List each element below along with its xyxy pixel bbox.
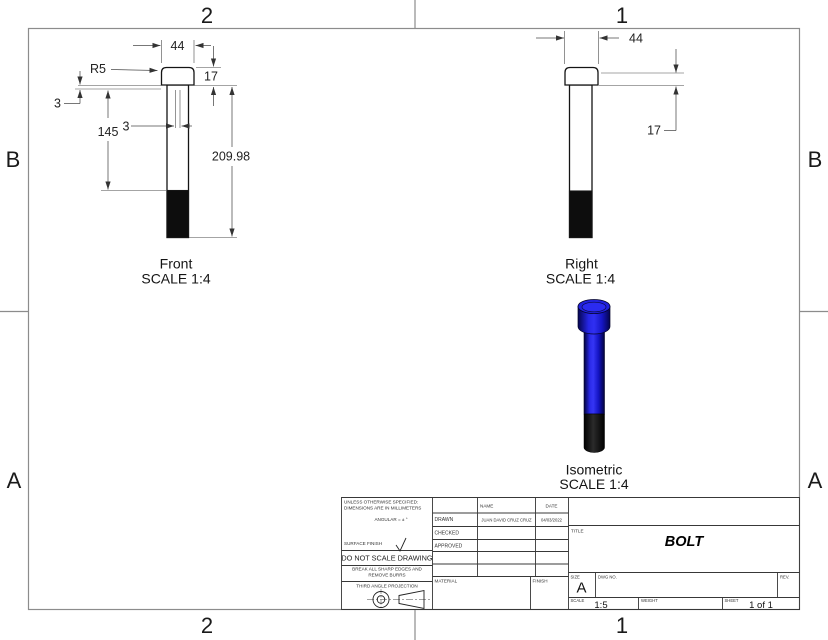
finish-label: FINISH [533, 579, 548, 584]
right-view: 44 17 Right SCALE 1:4 [536, 31, 684, 287]
checked-label: CHECKED [435, 531, 460, 537]
zone-label-top-1: 1 [616, 3, 628, 28]
right-view-scale: SCALE 1:4 [546, 271, 615, 287]
approved-label: APPROVED [435, 544, 463, 550]
scale-label: SCALE [571, 598, 585, 603]
projection-label: THIRD ANGLE PROJECTION [356, 584, 418, 589]
front-dim-corner-radius: R5 [90, 62, 106, 76]
right-bolt-head [564, 66, 599, 86]
sheet-value: 1 of 1 [749, 600, 773, 611]
zone-label-right-a: A [808, 468, 823, 493]
spec-note-line1: UNLESS OTHERWISE SPECIFIED: [344, 500, 418, 505]
weight-label: WEIGHT [641, 598, 658, 603]
iso-view-label: Isometric [566, 462, 623, 478]
front-dim-hole: 3 [123, 120, 130, 134]
surface-finish-icon [395, 537, 407, 552]
rev-label: REV. [780, 575, 789, 580]
size-value: A [576, 580, 586, 597]
title-block-grid [341, 497, 800, 610]
name-header: NAME [480, 504, 493, 509]
isometric-view: Isometric SCALE 1:4 [559, 299, 629, 492]
dwg-no-label: DWG NO. [598, 575, 617, 580]
front-dim-width: 44 [171, 39, 185, 53]
front-view: 44 R5 17 3 145 3 209.98 Front SCALE 1:4 [54, 39, 250, 287]
right-dim-width: 44 [629, 32, 643, 46]
right-bolt-thread [568, 190, 593, 239]
angular-note: ANGULAR = ± ° [374, 517, 407, 522]
border-frame [27, 27, 801, 611]
iso-bolt-thread [583, 413, 605, 453]
iso-bolt-head-rim [581, 301, 607, 313]
front-bolt-thread [166, 189, 190, 239]
zone-label-left-b: B [6, 147, 21, 172]
front-view-scale: SCALE 1:4 [141, 271, 210, 287]
size-label: SIZE [571, 575, 581, 580]
zone-label-top-2: 2 [201, 3, 213, 28]
zone-label-right-b: B [808, 147, 823, 172]
front-dim-neck: 3 [54, 97, 61, 111]
iso-view-scale: SCALE 1:4 [559, 476, 628, 492]
material-label: MATERIAL [435, 579, 458, 584]
spec-note-line2: DIMENSIONS ARE IN MILLIMETERS [344, 506, 421, 511]
front-dim-shank-length: 145 [98, 125, 119, 139]
drawn-name: JUAN DAVID CRUZ CRUZ [481, 518, 532, 523]
zone-label-left-a: A [7, 468, 22, 493]
deburr-note-line2: REMOVE BURRS [368, 573, 405, 578]
iso-bolt-head-side [577, 306, 611, 335]
zone-label-bottom-1: 1 [616, 613, 628, 638]
surface-finish-label: SURFACE FINISH [344, 541, 382, 546]
date-header: DATE [546, 504, 558, 509]
third-angle-projection-icon [367, 589, 432, 610]
iso-bolt-shank [583, 326, 605, 415]
front-dim-total-length: 209.98 [212, 150, 250, 164]
drawn-date: 04/03/2022 [541, 518, 563, 523]
right-view-label: Right [565, 256, 598, 272]
sheet-label: SHEET [725, 598, 739, 603]
front-view-label: Front [160, 256, 193, 272]
front-bolt-head [160, 66, 195, 86]
scale-value: 1:5 [594, 600, 607, 611]
deburr-note-line1: BREAK ALL SHARP EDGES AND [352, 567, 422, 572]
title-label: TITLE [571, 529, 584, 534]
front-r5-leader [110, 67, 158, 73]
right-dim-head-height: 17 [647, 124, 661, 138]
front-dim-head-height: 17 [204, 70, 218, 84]
drawing-title: BOLT [665, 534, 705, 550]
zone-label-bottom-2: 2 [201, 613, 213, 638]
title-block: UNLESS OTHERWISE SPECIFIED: DIMENSIONS A… [341, 497, 800, 611]
drawn-label: DRAWN [435, 517, 454, 523]
do-not-scale-note: DO NOT SCALE DRAWING [341, 554, 433, 563]
